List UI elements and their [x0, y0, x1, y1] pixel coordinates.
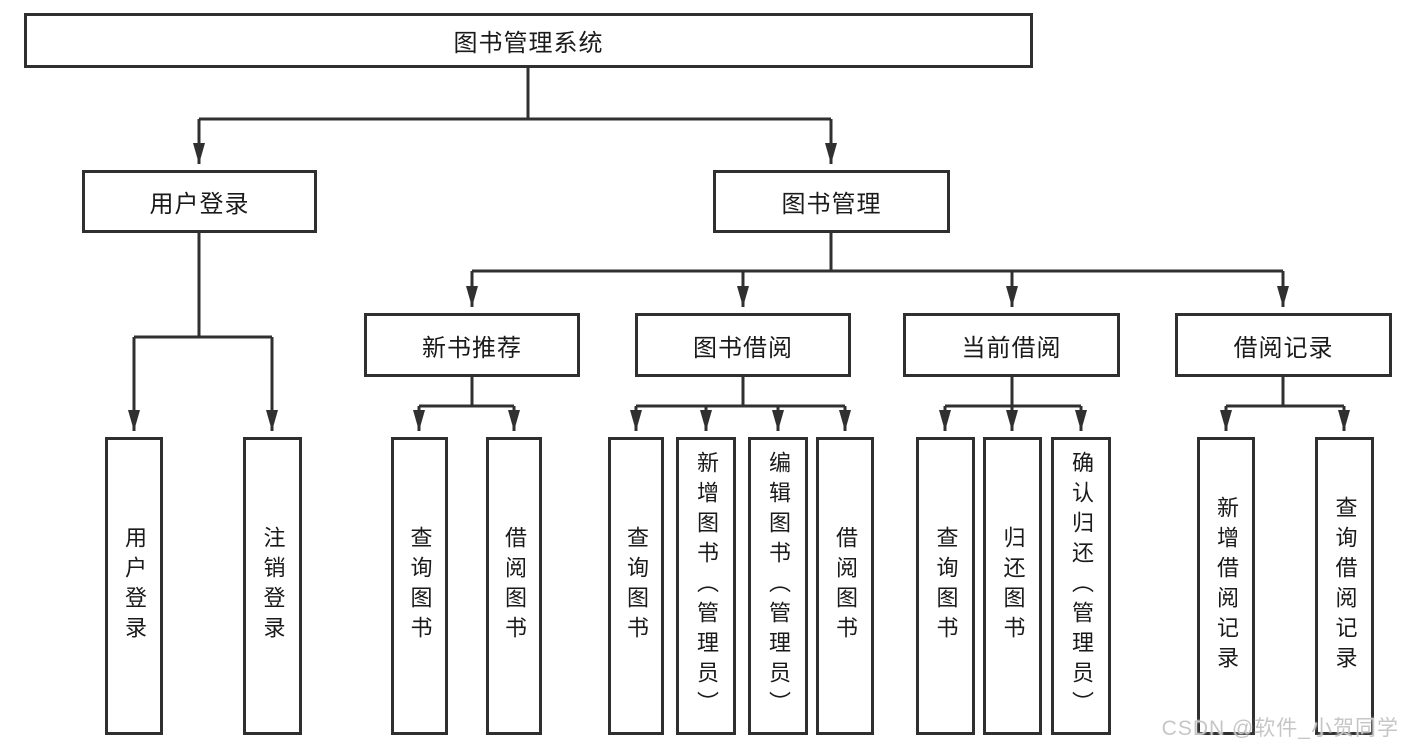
node-return-books-label: 归还图书	[1000, 526, 1026, 646]
node-confirm-return-admin: 确认归还（管理员）	[1051, 437, 1111, 735]
node-user-login-group: 用户登录	[82, 170, 317, 233]
borrow-record-branch	[1220, 377, 1350, 431]
node-book-management-label: 图书管理	[781, 191, 882, 218]
node-user-login-label: 用户登录	[122, 526, 147, 646]
node-borrow-books-label: 借阅图书	[833, 526, 858, 646]
node-query-books-current-label: 查询图书	[933, 526, 959, 646]
node-logout-label: 注销登录	[260, 526, 286, 646]
node-borrow-records: 借阅记录	[1175, 313, 1392, 377]
node-query-books-borrow: 查询图书	[608, 437, 664, 735]
node-current-borrow-label: 当前借阅	[961, 334, 1062, 362]
node-new-book-recommend-label: 新书推荐	[422, 334, 522, 362]
node-borrow-books: 借阅图书	[816, 437, 874, 735]
node-borrow-books-recommend-label: 借阅图书	[502, 526, 527, 646]
current-borrow-branch	[939, 377, 1087, 431]
node-query-books-borrow-label: 查询图书	[624, 526, 649, 646]
node-book-borrow-label: 图书借阅	[693, 334, 793, 362]
node-borrow-records-label: 借阅记录	[1233, 334, 1334, 362]
node-new-book-recommend: 新书推荐	[364, 313, 580, 377]
node-user-login-group-label: 用户登录	[149, 191, 250, 218]
node-query-books-recommend-label: 查询图书	[407, 526, 433, 646]
node-current-borrow: 当前借阅	[903, 313, 1120, 377]
node-user-login: 用户登录	[105, 437, 163, 735]
node-add-borrow-record: 新增借阅记录	[1197, 437, 1255, 735]
node-root-system: 图书管理系统	[24, 13, 1033, 68]
node-query-borrow-record-label: 查询借阅记录	[1332, 496, 1358, 676]
node-borrow-books-recommend: 借阅图书	[486, 437, 542, 735]
node-root-system-label: 图书管理系统	[453, 30, 604, 57]
new-book-branch	[413, 377, 520, 431]
book-borrow-branch	[630, 377, 851, 431]
node-book-borrow: 图书借阅	[635, 313, 851, 377]
node-query-books-current: 查询图书	[916, 437, 975, 735]
node-query-books-recommend: 查询图书	[391, 437, 448, 735]
node-confirm-return-admin-label: 确认归还（管理员）	[1069, 451, 1094, 721]
book-management-branch	[466, 233, 1289, 307]
user-login-branch	[128, 233, 278, 431]
node-edit-book-admin-label: 编辑图书（管理员）	[766, 451, 791, 721]
node-edit-book-admin: 编辑图书（管理员）	[748, 437, 808, 735]
watermark: CSDN @软件_小贺同学	[1161, 717, 1399, 740]
node-book-management: 图书管理	[713, 170, 950, 233]
root-branch	[193, 68, 837, 164]
node-add-book-admin-label: 新增图书（管理员）	[694, 451, 719, 721]
node-return-books: 归还图书	[983, 437, 1042, 735]
node-query-borrow-record: 查询借阅记录	[1315, 437, 1374, 735]
node-logout: 注销登录	[243, 437, 302, 735]
node-add-book-admin: 新增图书（管理员）	[676, 437, 736, 735]
node-add-borrow-record-label: 新增借阅记录	[1214, 496, 1239, 676]
